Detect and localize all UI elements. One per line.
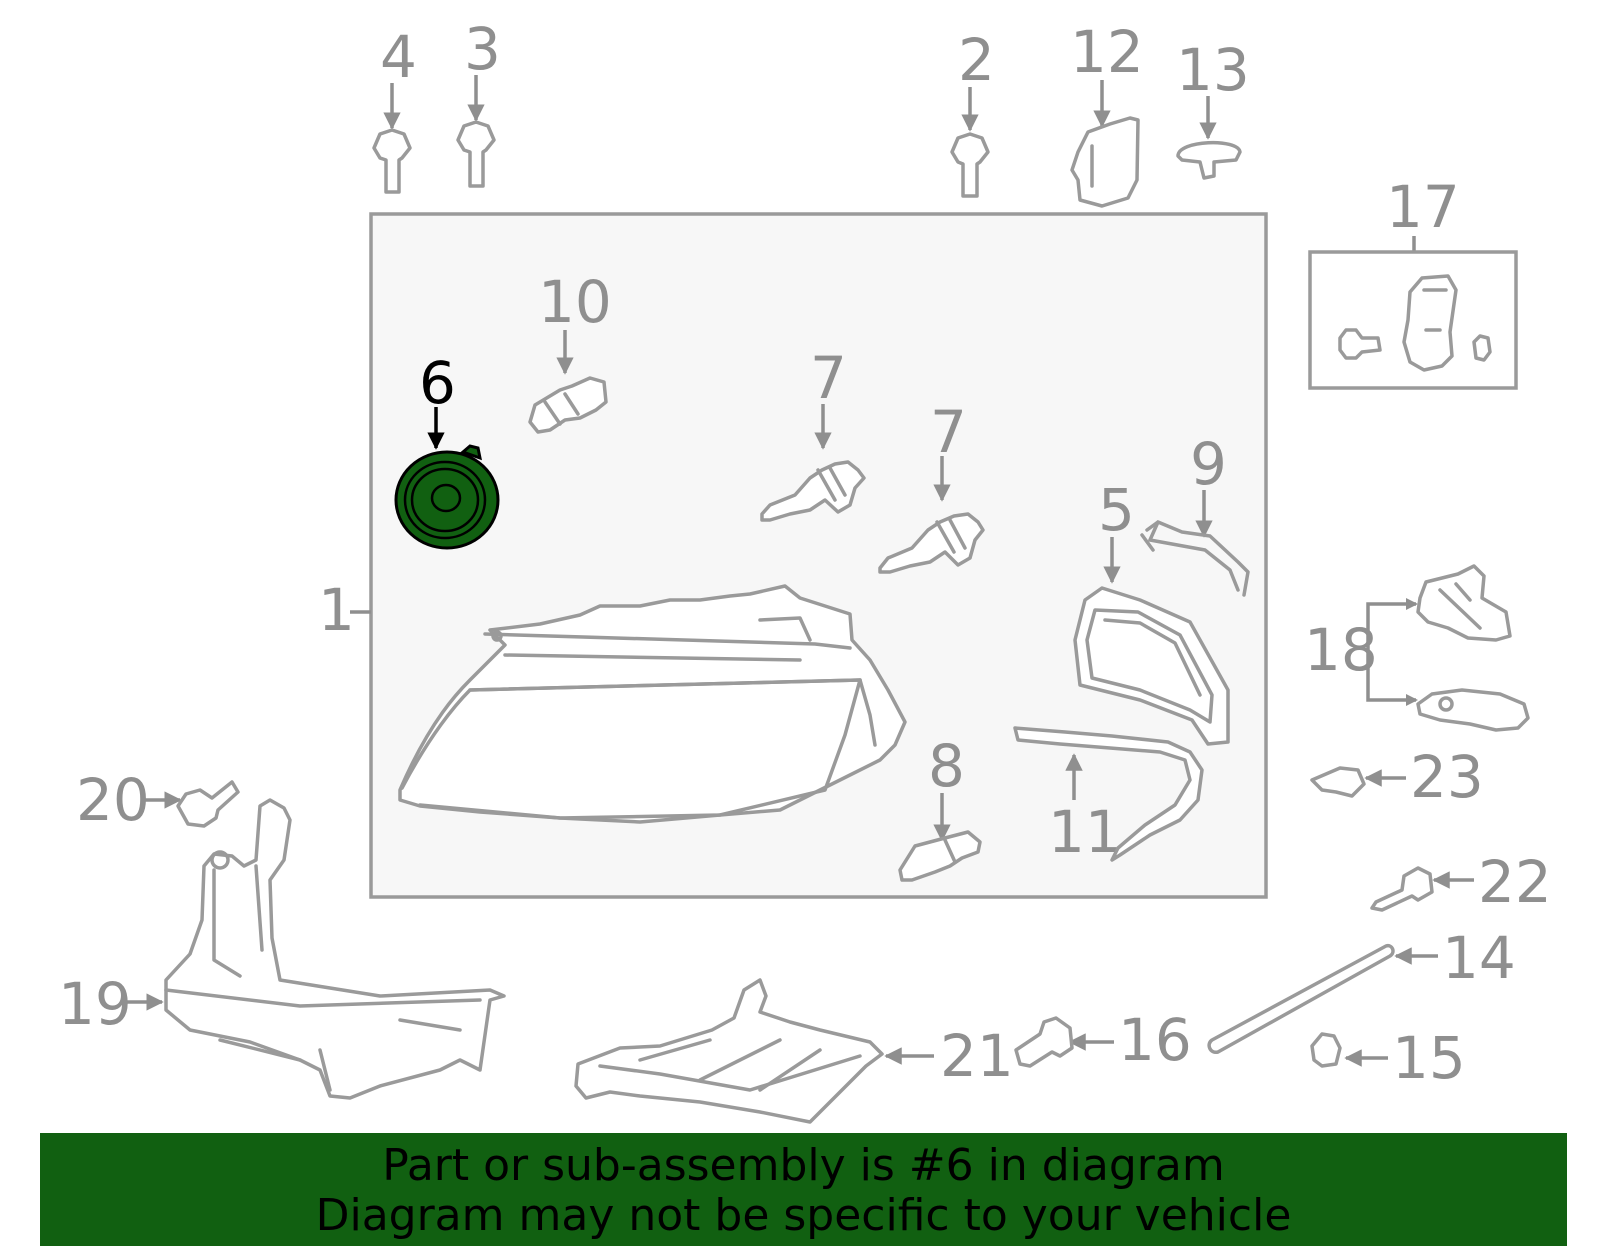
callout-7b: 7 bbox=[930, 398, 967, 466]
bracket-21[interactable] bbox=[574, 978, 884, 1124]
callout-1: 1 bbox=[318, 576, 355, 644]
repair-kit-17[interactable] bbox=[1338, 274, 1492, 372]
callout-17: 17 bbox=[1386, 173, 1460, 241]
bulb-7-upper[interactable] bbox=[760, 460, 866, 522]
callout-5: 5 bbox=[1098, 476, 1135, 544]
callout-11: 11 bbox=[1048, 798, 1122, 866]
wire-clip-9[interactable] bbox=[1140, 520, 1250, 597]
bulb-8[interactable] bbox=[898, 830, 982, 882]
callout-12: 12 bbox=[1070, 18, 1144, 86]
bolt-2[interactable] bbox=[950, 132, 990, 198]
highlighted-part-6-seal-cap[interactable] bbox=[394, 444, 500, 550]
callout-9: 9 bbox=[1190, 430, 1227, 498]
bolt-4[interactable] bbox=[372, 128, 412, 194]
leader-18 bbox=[1366, 602, 1416, 702]
bulb-10[interactable] bbox=[528, 376, 608, 434]
callout-3: 3 bbox=[464, 15, 501, 83]
clip-12[interactable] bbox=[1070, 116, 1140, 208]
callout-2: 2 bbox=[958, 26, 995, 94]
callout-18: 18 bbox=[1304, 616, 1378, 684]
footer-banner: Part or sub-assembly is #6 in diagram Di… bbox=[40, 1133, 1567, 1246]
nut-clip-15[interactable] bbox=[1310, 1032, 1342, 1068]
bracket-18-upper[interactable] bbox=[1416, 564, 1512, 642]
callout-16: 16 bbox=[1118, 1006, 1192, 1074]
callout-22: 22 bbox=[1478, 848, 1552, 916]
gasket-5[interactable] bbox=[1073, 586, 1230, 746]
callout-20: 20 bbox=[76, 766, 150, 834]
callout-10: 10 bbox=[538, 268, 612, 336]
callout-13: 13 bbox=[1176, 36, 1250, 104]
bracket-18-lower[interactable] bbox=[1416, 688, 1530, 732]
push-pin-13[interactable] bbox=[1176, 141, 1242, 180]
bolt-3[interactable] bbox=[456, 120, 496, 188]
headlamp-housing[interactable] bbox=[398, 584, 907, 824]
callout-15: 15 bbox=[1392, 1024, 1466, 1092]
callout-7a: 7 bbox=[810, 344, 847, 412]
clip-23[interactable] bbox=[1310, 766, 1366, 798]
callout-21: 21 bbox=[940, 1022, 1014, 1090]
trim-strip-11[interactable] bbox=[1013, 726, 1204, 862]
banner-line-2: Diagram may not be specific to your vehi… bbox=[315, 1190, 1292, 1241]
callout-23: 23 bbox=[1410, 743, 1484, 811]
callout-4: 4 bbox=[380, 23, 417, 91]
banner-line-1: Part or sub-assembly is #6 in diagram bbox=[382, 1140, 1225, 1191]
bolt-20[interactable] bbox=[176, 780, 240, 828]
bulb-7-lower[interactable] bbox=[878, 512, 985, 574]
callout-6: 6 bbox=[419, 349, 456, 417]
callout-14: 14 bbox=[1442, 924, 1516, 992]
bolt-22[interactable] bbox=[1370, 866, 1434, 912]
push-rivet-16[interactable] bbox=[1014, 1016, 1074, 1068]
rod-14[interactable] bbox=[1207, 943, 1395, 1054]
callout-19: 19 bbox=[58, 970, 132, 1038]
bracket-19[interactable] bbox=[164, 798, 506, 1100]
callout-8: 8 bbox=[928, 732, 965, 800]
